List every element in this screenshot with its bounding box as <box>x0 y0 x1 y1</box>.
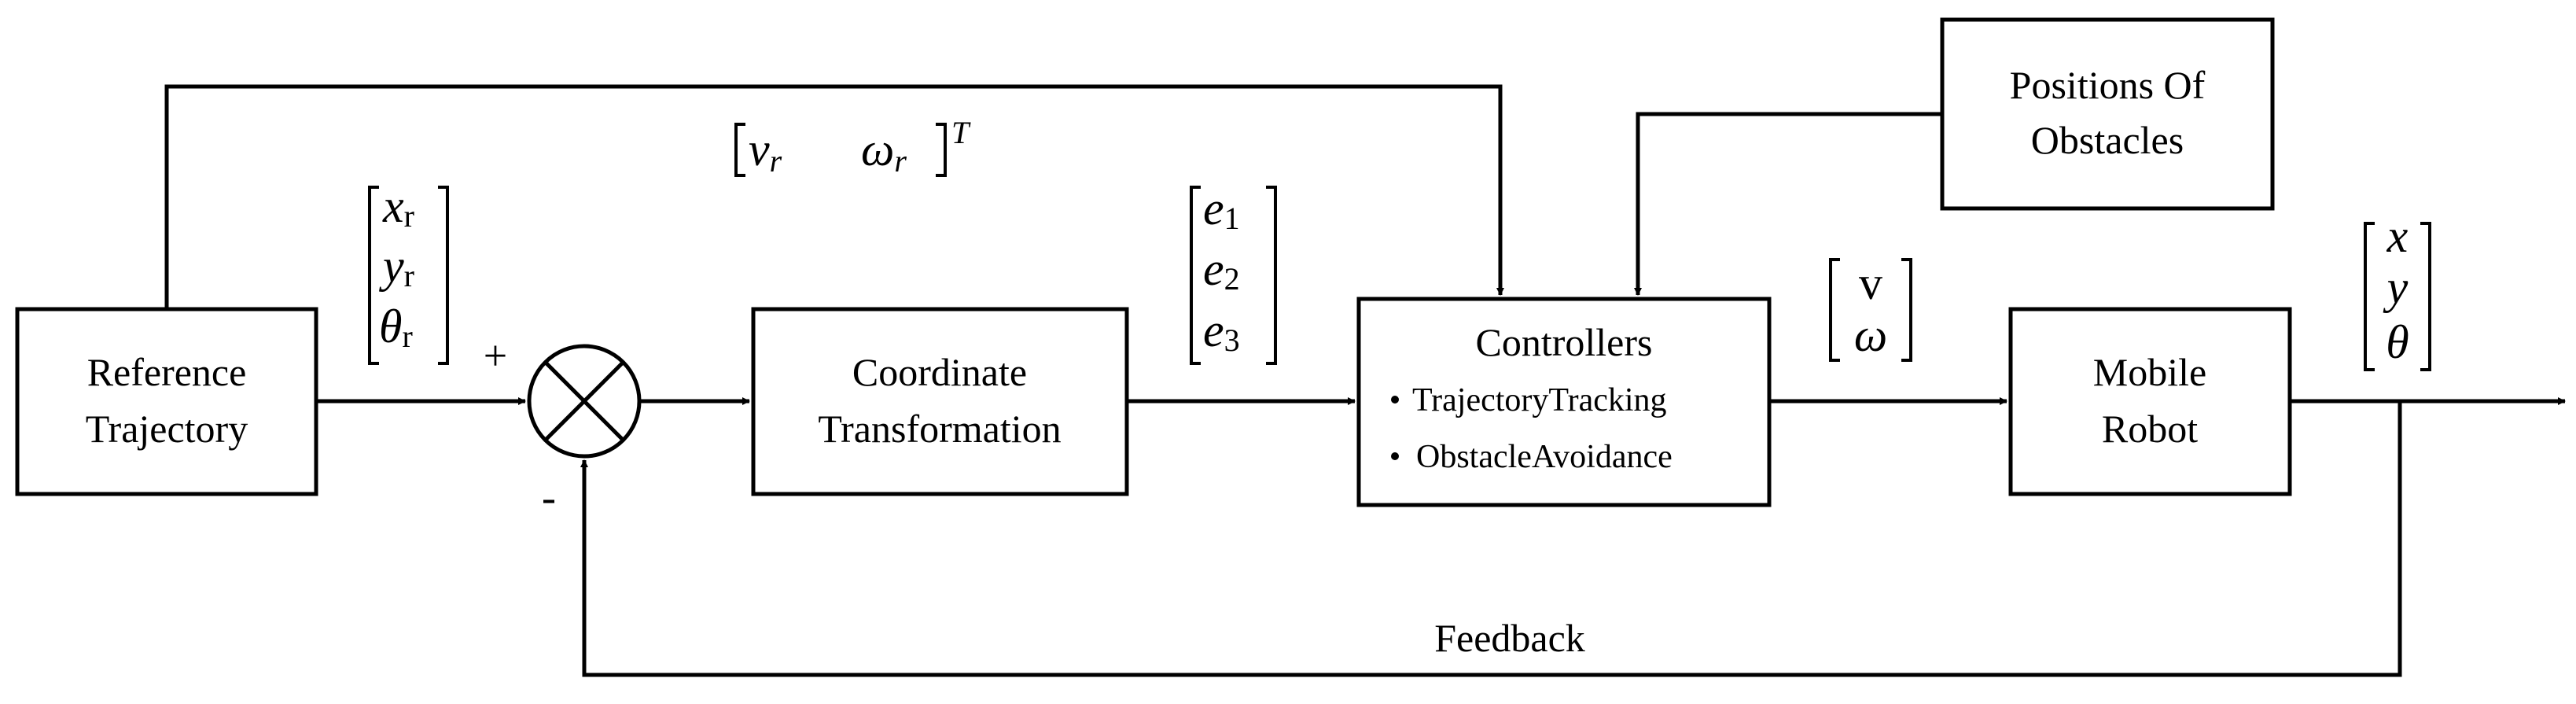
reference-block-label-line1: Reference <box>87 350 247 394</box>
coordinate-block-label-line2: Transformation <box>818 407 1061 451</box>
controllers-block: Controllers TrajectoryTracking ObstacleA… <box>1356 297 1772 507</box>
obstacles-block-label-line1: Positions Of <box>2010 63 2206 107</box>
svg-text:xr: xr <box>382 180 414 234</box>
summing-junction: + - <box>484 332 642 521</box>
svg-text:ω: ω <box>1854 309 1887 361</box>
arrow-obstacles-to-controllers <box>1634 112 1942 296</box>
svg-text:ωr: ωr <box>861 123 907 179</box>
arrow-reference-velocity-to-controllers <box>164 84 1504 309</box>
mobile-robot-block: Mobile Robot <box>2008 307 2292 496</box>
bullet-dot-icon <box>1391 452 1399 460</box>
controllers-bullet-obstacle-avoidance: ObstacleAvoidance <box>1416 439 1673 475</box>
reference-block-label-line2: Trajectory <box>86 407 248 451</box>
feedback-line <box>580 401 2402 677</box>
robot-block-label-line1: Mobile <box>2093 350 2206 394</box>
output-vector-label: x y θ <box>2364 210 2431 371</box>
bullet-dot-icon <box>1391 396 1399 404</box>
coordinate-block-label-line1: Coordinate <box>852 350 1027 394</box>
svg-text:yr: yr <box>378 240 414 293</box>
control-vector-label: v ω <box>1829 257 1912 362</box>
svg-text:vr: vr <box>749 123 782 179</box>
svg-text:θr: θr <box>379 300 413 354</box>
svg-text:θ: θ <box>2386 316 2409 368</box>
svg-text:y: y <box>2383 261 2409 313</box>
reference-trajectory-block: Reference Trajectory <box>15 307 318 496</box>
obstacle-positions-block: Positions Of Obstacles <box>1940 17 2275 211</box>
feedback-label: Feedback <box>1434 616 1585 660</box>
minus-sign: - <box>542 474 556 521</box>
svg-text:v: v <box>1859 257 1882 309</box>
controllers-bullet-trajectory-tracking: TrajectoryTracking <box>1412 382 1667 418</box>
error-vector-label: e1 e2 e3 <box>1190 182 1277 365</box>
coordinate-transformation-block: Coordinate Transformation <box>751 307 1129 496</box>
svg-text:x: x <box>2386 210 2409 262</box>
svg-text:e2: e2 <box>1203 243 1240 297</box>
robot-block-label-line2: Robot <box>2102 407 2198 451</box>
svg-text:e1: e1 <box>1203 182 1240 236</box>
obstacles-block-label-line2: Obstacles <box>2031 118 2184 162</box>
controllers-title: Controllers <box>1476 320 1653 364</box>
reference-vector-label: xr yr θr <box>368 180 449 365</box>
velocity-reference-label: vr ωr T <box>734 115 971 179</box>
svg-text:T: T <box>951 115 971 150</box>
svg-text:e3: e3 <box>1203 304 1240 358</box>
plus-sign: + <box>484 332 507 379</box>
